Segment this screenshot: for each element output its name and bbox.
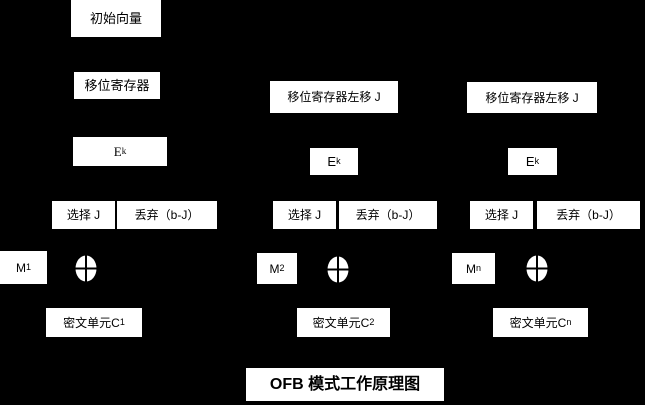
encrypt-label: E [327,154,337,169]
encrypt-sub: k [534,156,540,166]
shift-register-box-1: 移位寄存器 [74,72,160,99]
discard-box-1: 丢弃（b-J） [117,201,217,229]
discard-box-2: 丢弃（b-J） [339,201,437,229]
ciphertext-label: C [360,315,370,330]
ciphertext-label: C [557,315,567,330]
shift-register-box-2: 移位寄存器左移 J [270,81,398,113]
encrypt-label: E [525,154,535,169]
message-sub: 2 [279,263,285,273]
message-sub: 1 [25,262,31,272]
xor-icon [75,255,97,282]
message-sub: n [475,263,481,273]
select-box-2: 选择 J [273,201,336,229]
discard-box-3: 丢弃（b-J） [537,201,640,229]
ciphertext-label: C [111,315,120,330]
ciphertext-sub: 1 [119,317,125,327]
message-label: M [465,261,476,276]
message-label: M [15,260,26,275]
xor-icon [327,256,349,283]
ciphertext-sub: 2 [369,317,375,327]
ciphertext-sub: n [566,317,572,327]
diagram-title: OFB 模式工作原理图 [246,368,444,401]
encrypt-sub: k [121,146,127,156]
ciphertext-prefix: 密文单元 [63,315,112,330]
message-label: M [269,261,280,276]
ciphertext-prefix: 密文单元 [509,315,558,330]
encrypt-label: E [113,144,122,159]
ciphertext-prefix: 密文单元 [312,315,361,330]
init-vector-box: 初始向量 [71,0,161,37]
shift-register-box-3: 移位寄存器左移 J [467,82,597,113]
encrypt-sub: k [336,156,341,166]
select-box-3: 选择 J [470,201,533,229]
xor-icon [526,255,548,282]
select-box-1: 选择 J [52,201,115,229]
